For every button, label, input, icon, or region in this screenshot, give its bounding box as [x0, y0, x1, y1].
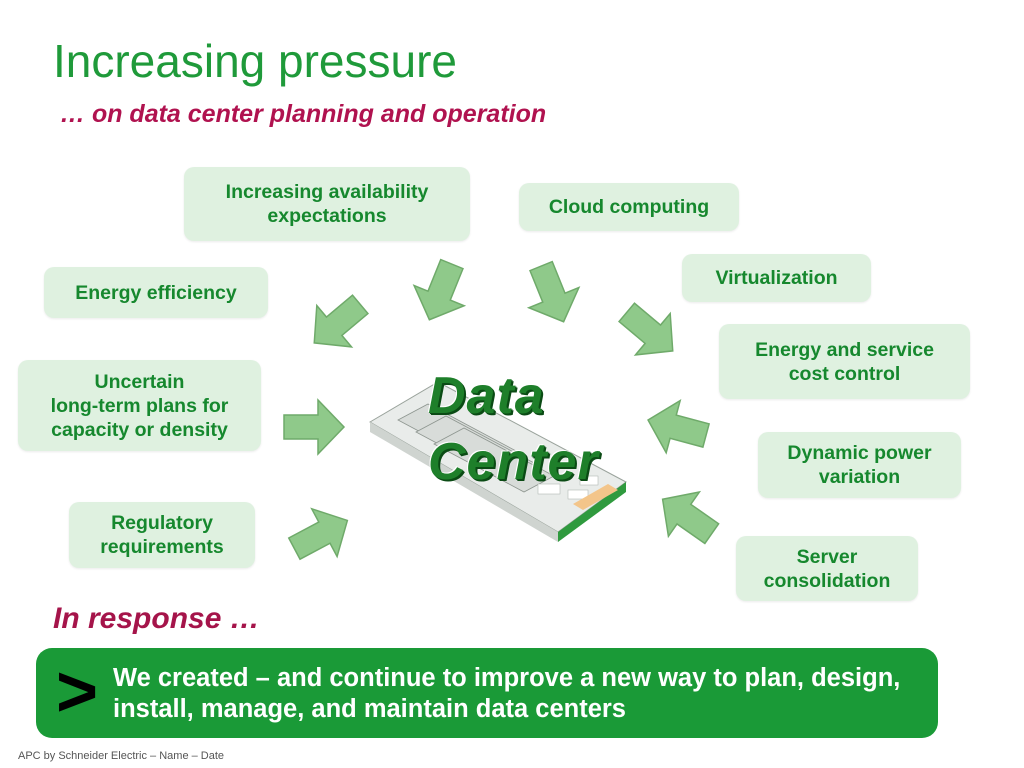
response-heading: In response …: [53, 602, 260, 635]
pressure-dynamic-power: Dynamic power variation: [758, 432, 961, 498]
inward-arrow-icon: [289, 274, 388, 373]
inward-arrow-icon: [273, 488, 368, 583]
inward-arrow-icon: [600, 282, 699, 381]
pressure-availability: Increasing availability expectations: [184, 167, 470, 241]
pressure-cloud-computing: Cloud computing: [519, 183, 739, 231]
pressure-regulatory: Regulatory requirements: [69, 502, 255, 568]
inward-arrow-icon: [395, 245, 486, 336]
pressure-energy-efficiency: Energy efficiency: [44, 267, 268, 318]
pressure-uncertain-plans: Uncertain long-term plans for capacity o…: [18, 360, 261, 451]
page-subtitle: … on data center planning and operation: [60, 100, 547, 128]
banner-text: We created – and continue to improve a n…: [113, 664, 901, 723]
footer: APC by Schneider Electric – Name – Date: [18, 750, 225, 762]
inward-arrow-icon: [635, 385, 721, 471]
data-center-label-line2: Center: [428, 433, 599, 491]
inward-arrow-icon: [506, 247, 597, 338]
data-center-floorplan-icon: [368, 372, 628, 542]
response-banner: > We created – and continue to improve a…: [36, 648, 938, 738]
pressure-virtualization: Virtualization: [682, 254, 871, 302]
inward-arrow-icon: [639, 468, 736, 565]
inward-arrow-icon: [278, 392, 348, 462]
page-title: Increasing pressure: [53, 35, 457, 87]
pressure-server-consolidation: Server consolidation: [736, 536, 918, 601]
data-center-label-line1: Data: [428, 367, 545, 425]
pressure-energy-cost-control: Energy and service cost control: [719, 324, 970, 399]
chevron-right-icon: >: [56, 652, 99, 732]
